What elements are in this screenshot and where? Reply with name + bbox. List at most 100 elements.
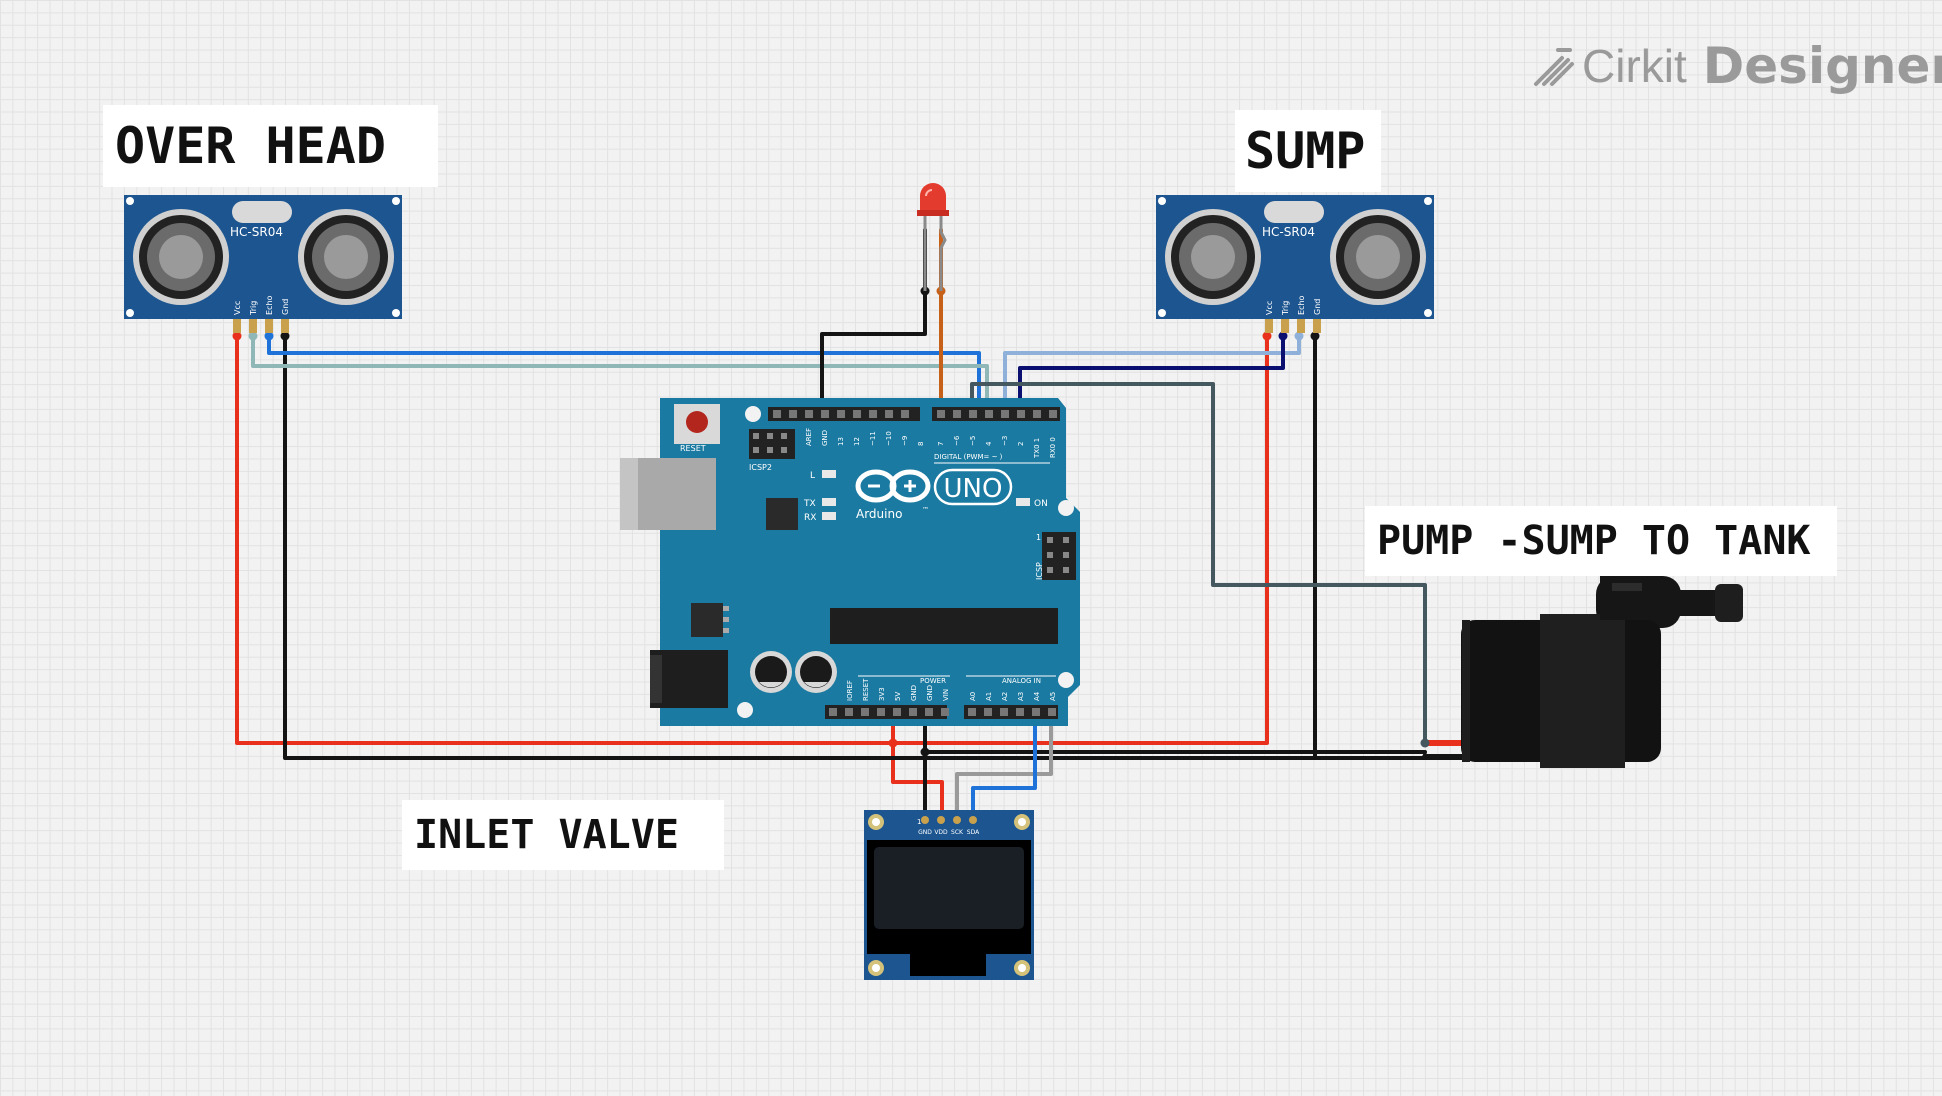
transducer-left	[1165, 209, 1261, 305]
crystal	[1264, 201, 1324, 223]
icsp2-header	[749, 429, 795, 459]
pin-label-gnd: Gnd	[1313, 299, 1322, 315]
dc-jack	[650, 650, 728, 708]
icsp-header	[1042, 532, 1076, 580]
inlet-valve-label: INLET VALVE	[402, 800, 724, 870]
pin-5: ~5	[969, 436, 977, 446]
wire-5v-oled-vdd[interactable]	[891, 710, 944, 820]
wire-overhead-trig[interactable]	[251, 334, 989, 416]
inlet-valve-label-text: INLET VALVE	[414, 812, 679, 858]
pin-6: ~6	[953, 435, 961, 446]
overhead-ultrasonic-sensor[interactable]: HC-SR04 Vcc Trig Echo Gnd	[124, 195, 402, 333]
transducer-left	[133, 209, 229, 305]
pin-4: 4	[985, 441, 993, 446]
wire-pump-signal[interactable]	[970, 382, 1427, 745]
pin-a3: A3	[1017, 692, 1025, 701]
wires	[232, 228, 1465, 820]
analog-header-label: ANALOG IN	[1002, 677, 1041, 685]
voltage-regulator	[691, 603, 723, 637]
digital-header-label: DIGITAL (PWM= ~ )	[934, 453, 1003, 461]
sump-label-text: SUMP	[1245, 122, 1366, 180]
arduino-tm-label: ™	[922, 506, 929, 514]
sump-label: SUMP	[1235, 110, 1381, 192]
pin-label-trig: Trig	[1281, 301, 1290, 316]
led-on-label: ON	[1034, 499, 1048, 509]
arduino-uno-board[interactable]: RESET ICSP2 AREF GND 13 12 ~11 ~10 ~9 8 …	[620, 398, 1080, 726]
wire-overhead-vcc[interactable]	[235, 334, 1269, 745]
pin-a2: A2	[1001, 692, 1009, 701]
pencil-lines-icon	[1534, 48, 1574, 86]
oled-display[interactable]: 1 GND VDD SCK SDA	[864, 810, 1034, 980]
sump-ultrasonic-sensor[interactable]: HC-SR04 Vcc Trig Echo Gnd	[1156, 195, 1434, 333]
analog-header	[964, 705, 1058, 719]
pin-label-vcc: Vcc	[233, 301, 242, 315]
led-rx	[822, 512, 836, 520]
pin-12: 12	[853, 437, 861, 446]
pin-ioref: IOREF	[846, 680, 854, 701]
arduino-infinity-logo-icon	[855, 469, 931, 503]
cirkit-designer-logo: Cirkit Designer	[1532, 36, 1942, 96]
wire-oled-sck[interactable]	[955, 710, 1053, 820]
water-pump[interactable]	[1461, 576, 1743, 768]
led-tx	[822, 498, 836, 506]
sensor-model-label: HC-SR04	[230, 225, 283, 239]
pin-gnd-2: GND	[926, 685, 934, 701]
pump-label-text: PUMP -SUMP TO TANK	[1377, 518, 1811, 564]
wire-led-gnd[interactable]	[820, 228, 927, 416]
reset-label: RESET	[680, 444, 706, 453]
overhead-label: OVER HEAD	[103, 105, 438, 187]
pin-rx0: RX0 0	[1049, 437, 1057, 458]
wire-sump-trig[interactable]	[1018, 334, 1285, 416]
led-l	[822, 470, 836, 478]
uno-label: UNO	[944, 474, 1003, 504]
transducer-right	[1330, 209, 1426, 305]
power-header-label: POWER	[920, 677, 946, 685]
pin-reset: RESET	[862, 678, 870, 701]
red-led[interactable]	[917, 183, 949, 291]
pin-aref: AREF	[805, 428, 813, 446]
oled-pin-gnd: GND	[918, 829, 932, 836]
led-l-label: L	[810, 471, 815, 481]
pin-8: 8	[917, 442, 925, 446]
pin-3v3: 3V3	[878, 687, 886, 701]
pin-tx0: TX0 1	[1033, 438, 1041, 459]
icsp2-label: ICSP2	[749, 463, 772, 472]
usb-chip	[766, 498, 798, 530]
oled-screen	[874, 847, 1024, 929]
led-rx-label: RX	[804, 513, 816, 523]
pin-3: ~3	[1001, 436, 1009, 446]
pump-label: PUMP -SUMP TO TANK	[1365, 506, 1837, 576]
pin-7: 7	[937, 442, 945, 446]
pin-vin: VIN	[942, 689, 950, 701]
oled-pin-sda: SDA	[967, 829, 980, 836]
oled-pin-vdd: VDD	[934, 829, 948, 836]
pin-a5: A5	[1049, 692, 1057, 701]
pin-a0: A0	[969, 692, 977, 701]
pin-label-gnd: Gnd	[281, 299, 290, 315]
overhead-label-text: OVER HEAD	[115, 117, 386, 175]
top-header-right	[932, 407, 1060, 421]
pin-a4: A4	[1033, 691, 1041, 701]
pin-13: 13	[837, 437, 845, 446]
pump-inlet	[1600, 576, 1658, 620]
pin-10: ~10	[885, 431, 893, 446]
pin-gnd-top: GND	[821, 430, 829, 446]
pin-11: ~11	[869, 431, 877, 446]
wire-oled-sda[interactable]	[971, 710, 1037, 820]
pin-label-trig: Trig	[249, 301, 258, 316]
pin-9: ~9	[901, 436, 909, 446]
icsp-pin1-label: 1	[1036, 533, 1041, 542]
pin-a1: A1	[985, 692, 993, 701]
capacitors	[750, 651, 837, 693]
led-on	[1016, 498, 1030, 506]
crystal	[232, 201, 292, 223]
brand-name-designer: Designer	[1702, 37, 1942, 95]
pin-label-echo: Echo	[1297, 295, 1306, 315]
uno-badge	[933, 468, 1013, 506]
led-dome	[920, 183, 946, 210]
icsp-label: ICSP	[1035, 562, 1044, 580]
oled-pin1-label: 1	[917, 818, 921, 826]
brand-name-cirkit: Cirkit	[1582, 40, 1687, 92]
pin-5v: 5V	[894, 692, 902, 701]
pin-label-vcc: Vcc	[1265, 301, 1274, 315]
